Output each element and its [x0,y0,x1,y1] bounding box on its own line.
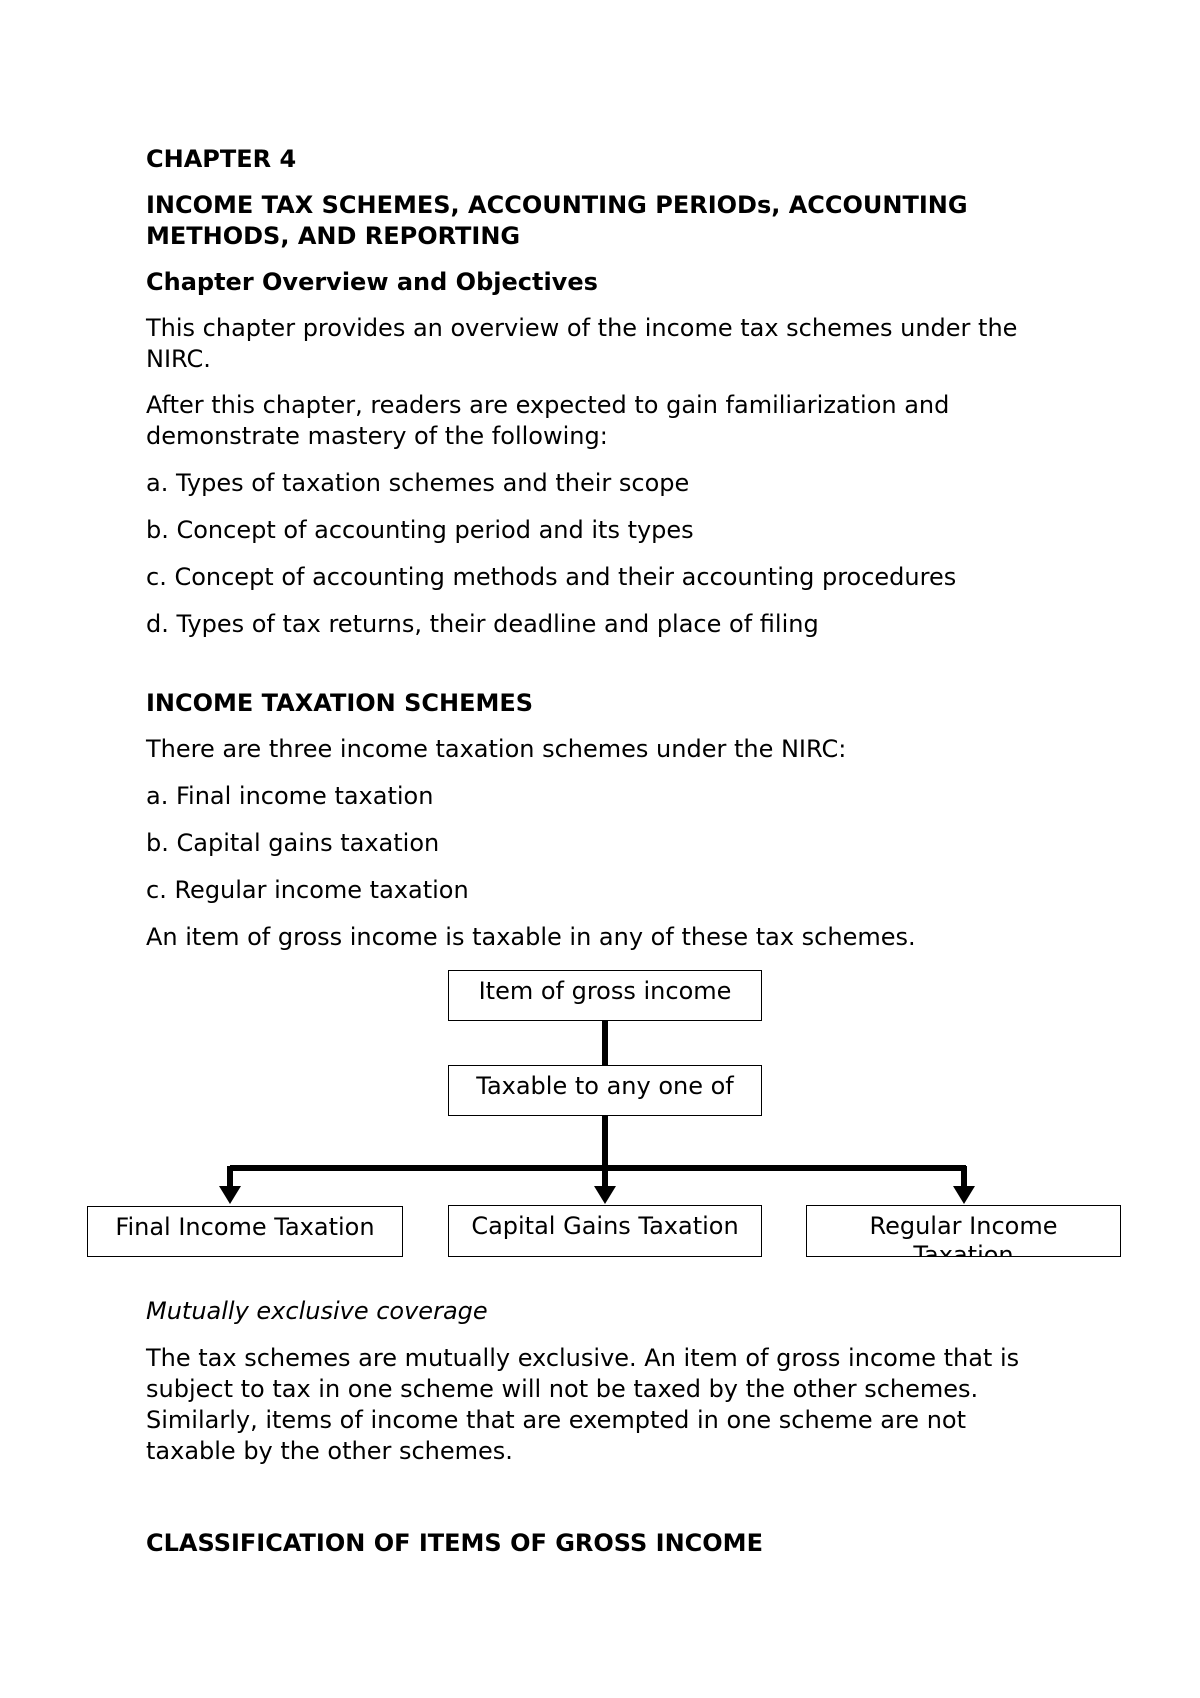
diagram-middle-box: Taxable to any one of [448,1065,762,1116]
objective-item: d. Types of tax returns, their deadline … [146,610,819,638]
schemes-intro: There are three income taxation schemes … [146,735,847,763]
diagram-branch-capital-gains: Capital Gains Taxation [448,1205,762,1257]
arrowhead-center [594,1186,616,1204]
scheme-item: c. Regular income taxation [146,876,469,904]
exclusive-line: taxable by the other schemes. [146,1437,513,1465]
scheme-item: a. Final income taxation [146,782,434,810]
exclusive-line: Similarly, items of income that are exem… [146,1406,966,1434]
objective-item: b. Concept of accounting period and its … [146,516,694,544]
arrowhead-right [953,1186,975,1204]
diagram-root-box: Item of gross income [448,970,762,1021]
objective-item: c. Concept of accounting methods and the… [146,563,957,591]
overview-expect-line-1: After this chapter, readers are expected… [146,391,950,419]
diagram-branch-final: Final Income Taxation [87,1206,403,1257]
objective-item: a. Types of taxation schemes and their s… [146,469,690,497]
schemes-closing: An item of gross income is taxable in an… [146,923,916,951]
diagram-branch-regular: Regular Income Taxation [806,1205,1121,1257]
exclusive-line: subject to tax in one scheme will not be… [146,1375,979,1403]
arrowhead-left [219,1186,241,1204]
exclusive-line: The tax schemes are mutually exclusive. … [146,1344,1020,1372]
overview-heading: Chapter Overview and Objectives [146,268,598,296]
overview-intro-line-1: This chapter provides an overview of the… [146,314,1018,342]
overview-intro-line-2: NIRC. [146,345,211,373]
exclusive-subheading: Mutually exclusive coverage [146,1297,488,1325]
chapter-label: CHAPTER 4 [146,145,297,173]
chapter-title-line-2: METHODS, AND REPORTING [146,222,521,250]
scheme-item: b. Capital gains taxation [146,829,440,857]
schemes-heading: INCOME TAXATION SCHEMES [146,689,534,717]
chapter-title-line-1: INCOME TAX SCHEMES, ACCOUNTING PERIODs, … [146,191,968,219]
overview-expect-line-2: demonstrate mastery of the following: [146,422,608,450]
classification-heading: CLASSIFICATION OF ITEMS OF GROSS INCOME [146,1529,763,1557]
